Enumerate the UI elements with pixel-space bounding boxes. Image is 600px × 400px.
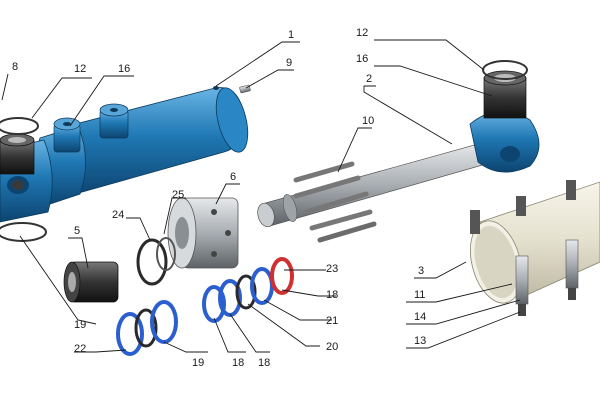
callout-10: 10 [362,115,374,127]
callout-12-right: 12 [356,27,368,39]
callout-22: 22 [74,343,86,355]
seal-24 [136,238,168,286]
callout-25: 25 [172,189,184,201]
seal-20 [235,274,257,310]
spherical-bearing-left [0,133,35,175]
callout-18-b: 18 [232,357,244,369]
rod-eye [469,110,540,173]
port-boss-right [99,103,129,139]
callout-5: 5 [74,225,80,237]
cylinder-barrel [59,86,249,197]
piston-rod [257,143,487,228]
callout-labels: 1 2 3 5 6 8 9 10 11 12 12 13 14 16 16 18… [12,27,426,369]
callout-23: 23 [326,263,338,275]
callout-6: 6 [230,171,236,183]
callout-2: 2 [366,73,372,85]
seal-19a [134,308,158,348]
piston [167,197,239,269]
callout-21: 21 [326,315,338,327]
outer-tube [469,181,600,304]
seal-18a [202,285,226,323]
callout-12-left: 12 [74,63,86,75]
tie-rod-bolts [293,161,377,243]
callout-19-a: 19 [74,319,86,331]
seal-22 [116,312,144,356]
callout-14: 14 [414,311,426,323]
callout-13: 13 [414,335,426,347]
leader-lines [1,39,521,353]
seal-23 [270,257,294,295]
callout-16-left: 16 [118,63,130,75]
callout-3: 3 [418,265,424,277]
callout-18-a: 18 [258,357,270,369]
retaining-ring-right [482,60,528,80]
retaining-ring-left-top [0,117,39,135]
callout-16-right: 16 [356,53,368,65]
seal-18b [218,279,242,317]
retaining-ring-left-bottom [0,222,47,242]
gland [63,261,119,303]
tube-clamp-bolts [470,180,579,316]
callout-9: 9 [286,57,292,69]
port-boss-left [53,117,81,153]
callout-11: 11 [414,289,425,301]
seal-25 [156,237,176,271]
callout-19-b: 19 [192,357,204,369]
callout-24: 24 [112,209,124,221]
callout-18-c: 18 [326,289,338,301]
callout-20: 20 [326,341,338,353]
callout-8: 8 [12,61,18,73]
callout-1: 1 [288,29,294,41]
